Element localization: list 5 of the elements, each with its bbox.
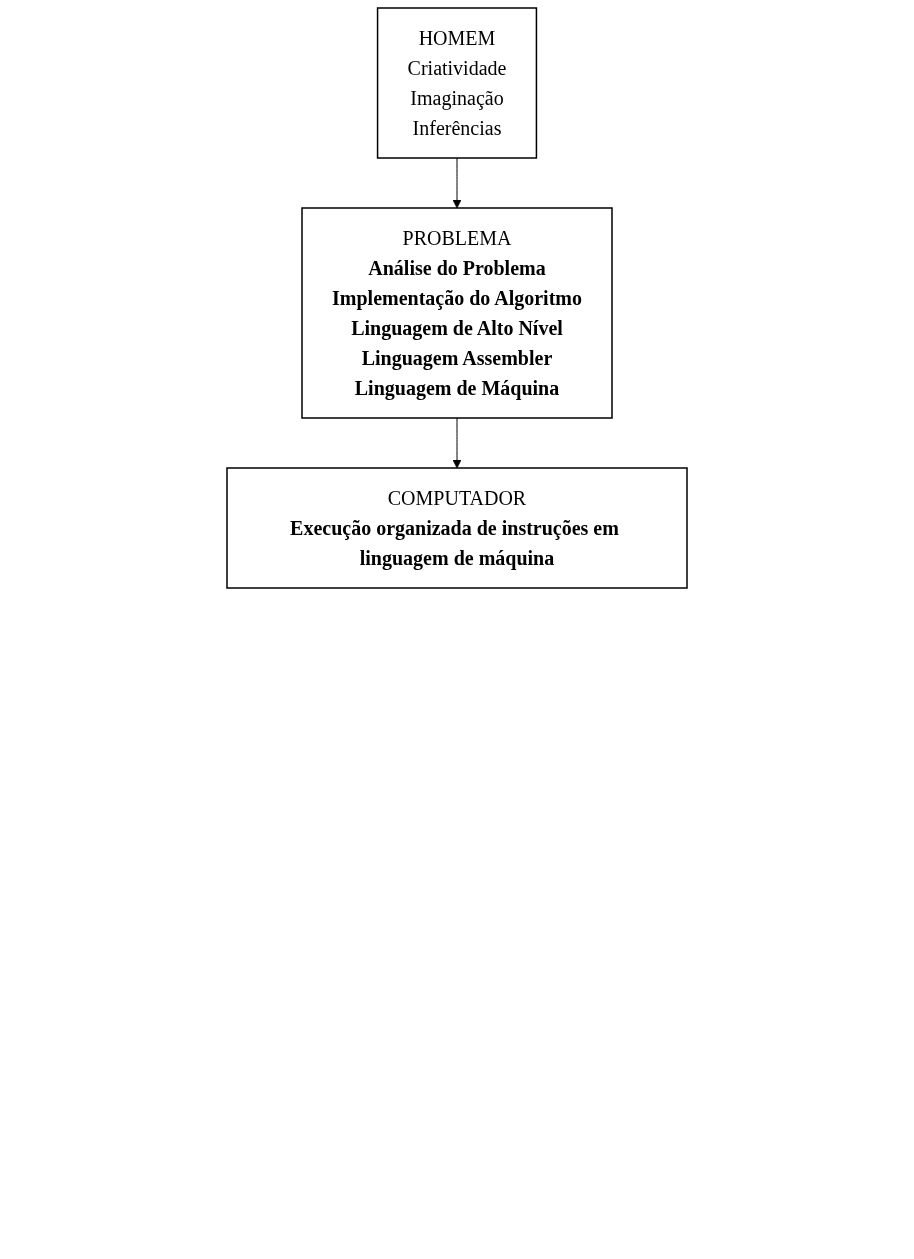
node-box: PROBLEMA Análise do Problema Implementação do Algoritmo Linguagem de Alto Nível Linguagem Assembler Linguagem de Máquina (301, 207, 613, 419)
arrow (452, 157, 462, 209)
arrow (452, 417, 462, 469)
node-box: HOMEM Criatividade Imaginação Inferências (376, 7, 538, 159)
node-box: COMPUTADOR Execução organizada de instruções em linguagem de máquina (226, 467, 688, 589)
